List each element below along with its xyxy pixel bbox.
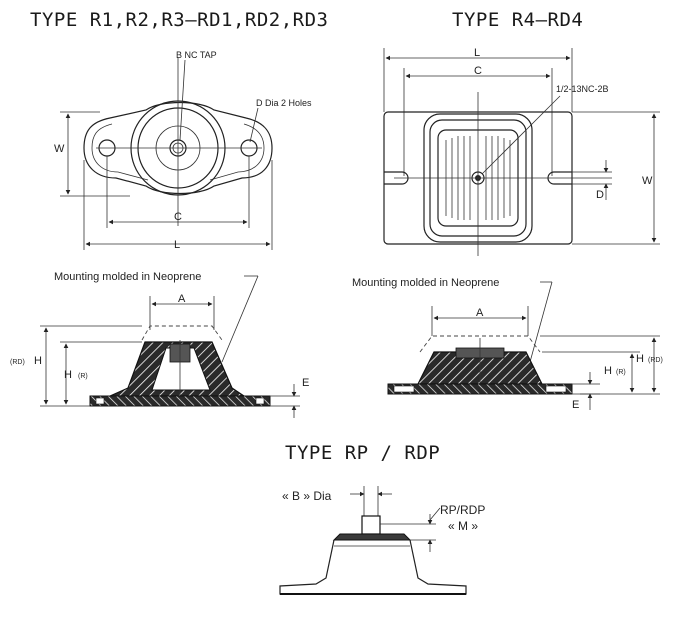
r1-w-label: W	[54, 143, 65, 155]
r4-rd-label: (RD)	[648, 357, 663, 364]
title-type-rp: TYPE RP / RDP	[285, 442, 440, 464]
title-type-r4: TYPE R4–RD4	[452, 9, 583, 31]
r1-e-label: E	[302, 377, 309, 389]
r1-h-r-label: H	[64, 369, 72, 381]
r4-c-label: C	[474, 65, 482, 77]
r1-l-label: L	[174, 239, 180, 251]
r1-h-rd-label: H	[34, 355, 42, 367]
r1-top-view: B NC TAP D Dia 2 Holes W C L	[54, 50, 312, 251]
r1-neoprene-note: Mounting molded in Neoprene	[54, 271, 201, 283]
title-type-r1: TYPE R1,R2,R3–RD1,RD2,RD3	[30, 9, 328, 31]
rp-side-view: « B » Dia RP/RDP « M »	[279, 486, 485, 595]
r4-side-view: Mounting molded in Neoprene A H (RD) H (…	[352, 277, 663, 411]
r4-h-rd-label: H	[636, 353, 644, 365]
r1-a-label: A	[178, 293, 186, 305]
rp-b-dia-label: « B » Dia	[282, 489, 332, 503]
rp-label: RP/RDP	[440, 503, 485, 517]
r4-h-r-label: H	[604, 365, 612, 377]
r4-thread-label: 1/2-13NC-2B	[556, 84, 609, 94]
rp-m-label: « M »	[448, 519, 478, 533]
r4-d-label: D	[596, 189, 604, 201]
r1-rd-label: (RD)	[10, 359, 25, 366]
r1-side-view: Mounting molded in Neoprene A (RD) H H (…	[10, 271, 309, 418]
r4-neoprene-note: Mounting molded in Neoprene	[352, 277, 499, 289]
r1-r-label: (R)	[78, 373, 88, 380]
r4-l-label: L	[474, 47, 480, 59]
r1-tap-label: B NC TAP	[176, 50, 217, 60]
r4-top-view: L C 1/2-13NC	[383, 47, 660, 256]
r4-a-label: A	[476, 307, 484, 319]
r4-e-label: E	[572, 399, 579, 411]
r4-r-label: (R)	[616, 369, 626, 376]
r4-w-label: W	[642, 175, 653, 187]
r1-holes-label: D Dia 2 Holes	[256, 98, 312, 108]
r1-c-label: C	[174, 211, 182, 223]
